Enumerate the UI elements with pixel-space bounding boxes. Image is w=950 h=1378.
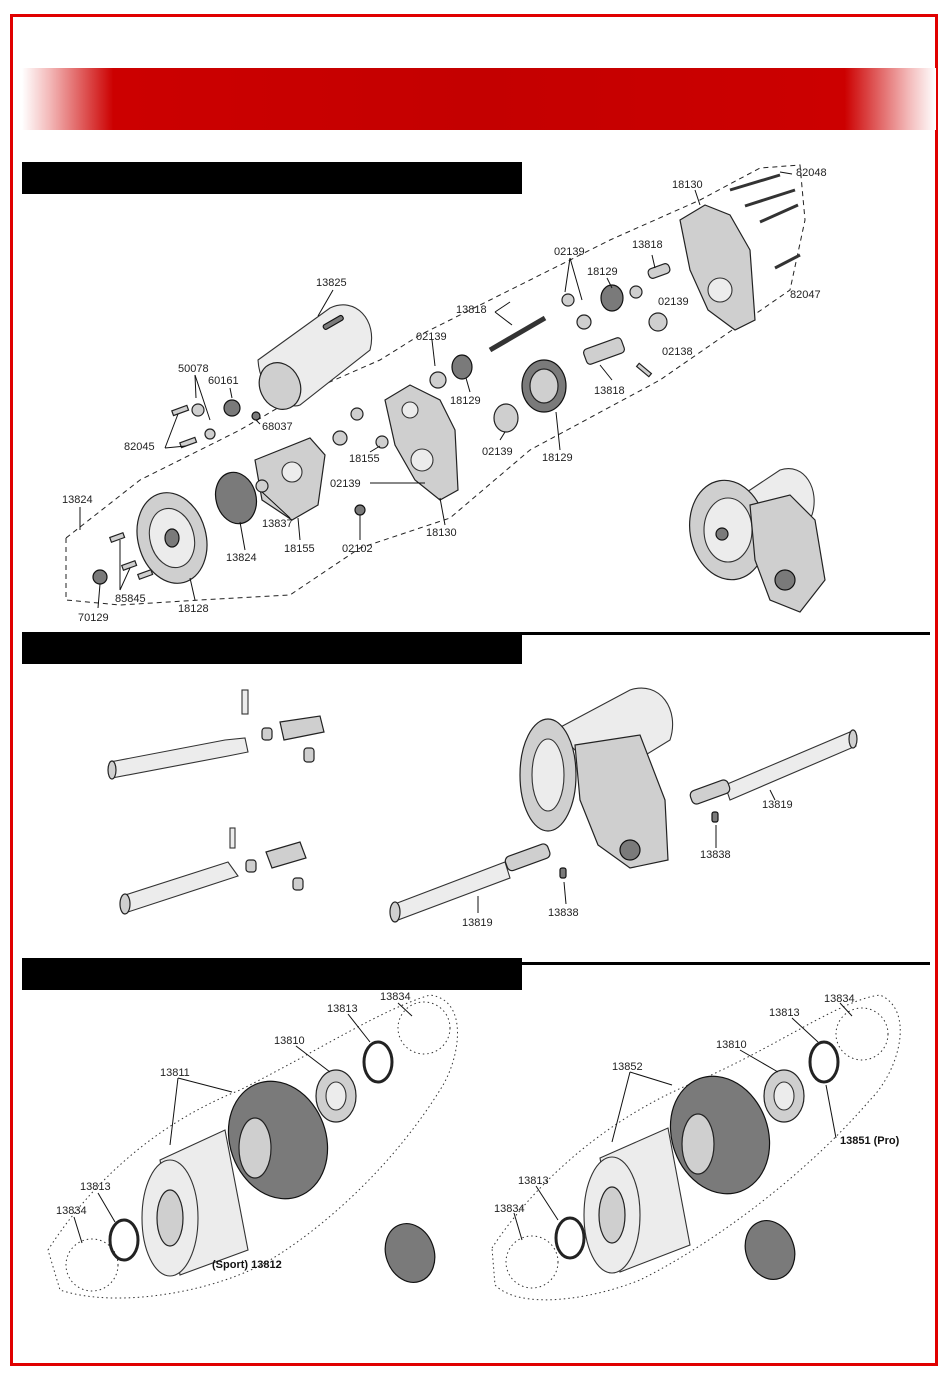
part-label: 18128 bbox=[178, 603, 209, 615]
part-label: 18130 bbox=[672, 179, 703, 191]
foam-label: (Sport) 13812 bbox=[212, 1259, 282, 1271]
part-label: 13818 bbox=[456, 304, 487, 316]
wheels-sport-labels: 13834 13813 13810 13811 13813 13834 (Spo… bbox=[56, 991, 411, 1271]
section-rule bbox=[522, 632, 930, 635]
part-label: 02139 bbox=[554, 246, 585, 258]
part-label: 13834 bbox=[494, 1203, 525, 1215]
part-label: 02139 bbox=[482, 446, 513, 458]
part-label: 13834 bbox=[824, 993, 855, 1005]
wheels-pro-leaders bbox=[513, 1002, 853, 1241]
part-label: 13813 bbox=[769, 1007, 800, 1019]
part-label: 50078 bbox=[178, 363, 209, 375]
part-label: 13825 bbox=[316, 277, 347, 289]
part-label: 13824 bbox=[62, 494, 93, 506]
part-label: 13810 bbox=[274, 1035, 305, 1047]
part-label: 18155 bbox=[349, 453, 380, 465]
part-label: 13824 bbox=[226, 552, 257, 564]
case-18130-rear bbox=[679, 204, 756, 331]
part-label: 13834 bbox=[380, 991, 411, 1003]
part-label: 85845 bbox=[115, 593, 146, 605]
part-label: 02139 bbox=[330, 478, 361, 490]
part-label: 18129 bbox=[587, 266, 618, 278]
wheels-pro-diagram: 13834 13813 13810 13852 13813 13834 1385… bbox=[491, 993, 901, 1301]
leaders bbox=[79, 171, 793, 609]
part-label: 13852 bbox=[612, 1061, 643, 1073]
pinion-60161 bbox=[223, 399, 241, 417]
part-label: 13813 bbox=[518, 1175, 549, 1187]
part-label: 82048 bbox=[796, 167, 827, 179]
part-label: 13819 bbox=[762, 799, 793, 811]
motor-13825 bbox=[257, 304, 373, 410]
driveshaft-labels: 13819 13838 13819 13838 bbox=[462, 799, 793, 929]
top-gear-18129 bbox=[521, 359, 567, 413]
section-bar-driveshaft bbox=[22, 632, 522, 664]
section-rule bbox=[522, 962, 930, 965]
gear-18129 bbox=[451, 354, 473, 380]
part-label: 13834 bbox=[56, 1205, 87, 1217]
part-label: 13819 bbox=[462, 917, 493, 929]
driveshaft-diagram: 13819 13838 13819 13838 bbox=[107, 687, 858, 929]
section-bar-wheels bbox=[22, 958, 522, 990]
assembled-transmission bbox=[688, 468, 826, 613]
part-label: 02138 bbox=[662, 346, 693, 358]
part-label: 82047 bbox=[790, 289, 821, 301]
part-label: 13838 bbox=[700, 849, 731, 861]
part-label: 18155 bbox=[284, 543, 315, 555]
transmission-diagram: 82048 18130 13818 02139 18129 02139 1381… bbox=[62, 164, 827, 624]
part-label: 02139 bbox=[658, 296, 689, 308]
part-label: 18129 bbox=[542, 452, 573, 464]
part-label: 18130 bbox=[426, 527, 457, 539]
wheels-sport-diagram: 13834 13813 13810 13811 13813 13834 (Spo… bbox=[47, 991, 458, 1299]
page-border bbox=[10, 14, 938, 1366]
part-label: 13837 bbox=[262, 518, 293, 530]
part-label: 02102 bbox=[342, 543, 373, 555]
wheels-sport-leaders bbox=[73, 1002, 413, 1244]
wheels-pro-labels: 13834 13813 13810 13852 13813 13834 1385… bbox=[494, 993, 900, 1215]
part-label: 70129 bbox=[78, 612, 109, 624]
spur-gear-18128 bbox=[136, 492, 208, 584]
part-label: 13838 bbox=[548, 907, 579, 919]
part-label: 13811 bbox=[160, 1067, 190, 1079]
part-label: 13813 bbox=[327, 1003, 358, 1015]
ring-label: 13851 (Pro) bbox=[840, 1135, 900, 1147]
part-label: 68037 bbox=[262, 421, 293, 433]
part-label: 13818 bbox=[632, 239, 663, 251]
driveshaft-leaders bbox=[477, 789, 776, 913]
transmission-labels: 82048 18130 13818 02139 18129 02139 1381… bbox=[62, 167, 827, 624]
part-label: 13810 bbox=[716, 1039, 747, 1051]
bearing-02102 bbox=[354, 504, 366, 516]
part-label: 18129 bbox=[450, 395, 481, 407]
part-label: 60161 bbox=[208, 375, 239, 387]
part-label: 13813 bbox=[80, 1181, 111, 1193]
section-bar-transmission bbox=[22, 162, 522, 194]
header-banner bbox=[22, 68, 936, 130]
part-label: 13818 bbox=[594, 385, 625, 397]
slipper-13824 bbox=[214, 471, 258, 525]
nut-70129 bbox=[92, 569, 108, 585]
part-label: 02139 bbox=[416, 331, 447, 343]
case-18130-front bbox=[384, 384, 459, 501]
part-label: 82045 bbox=[124, 441, 155, 453]
